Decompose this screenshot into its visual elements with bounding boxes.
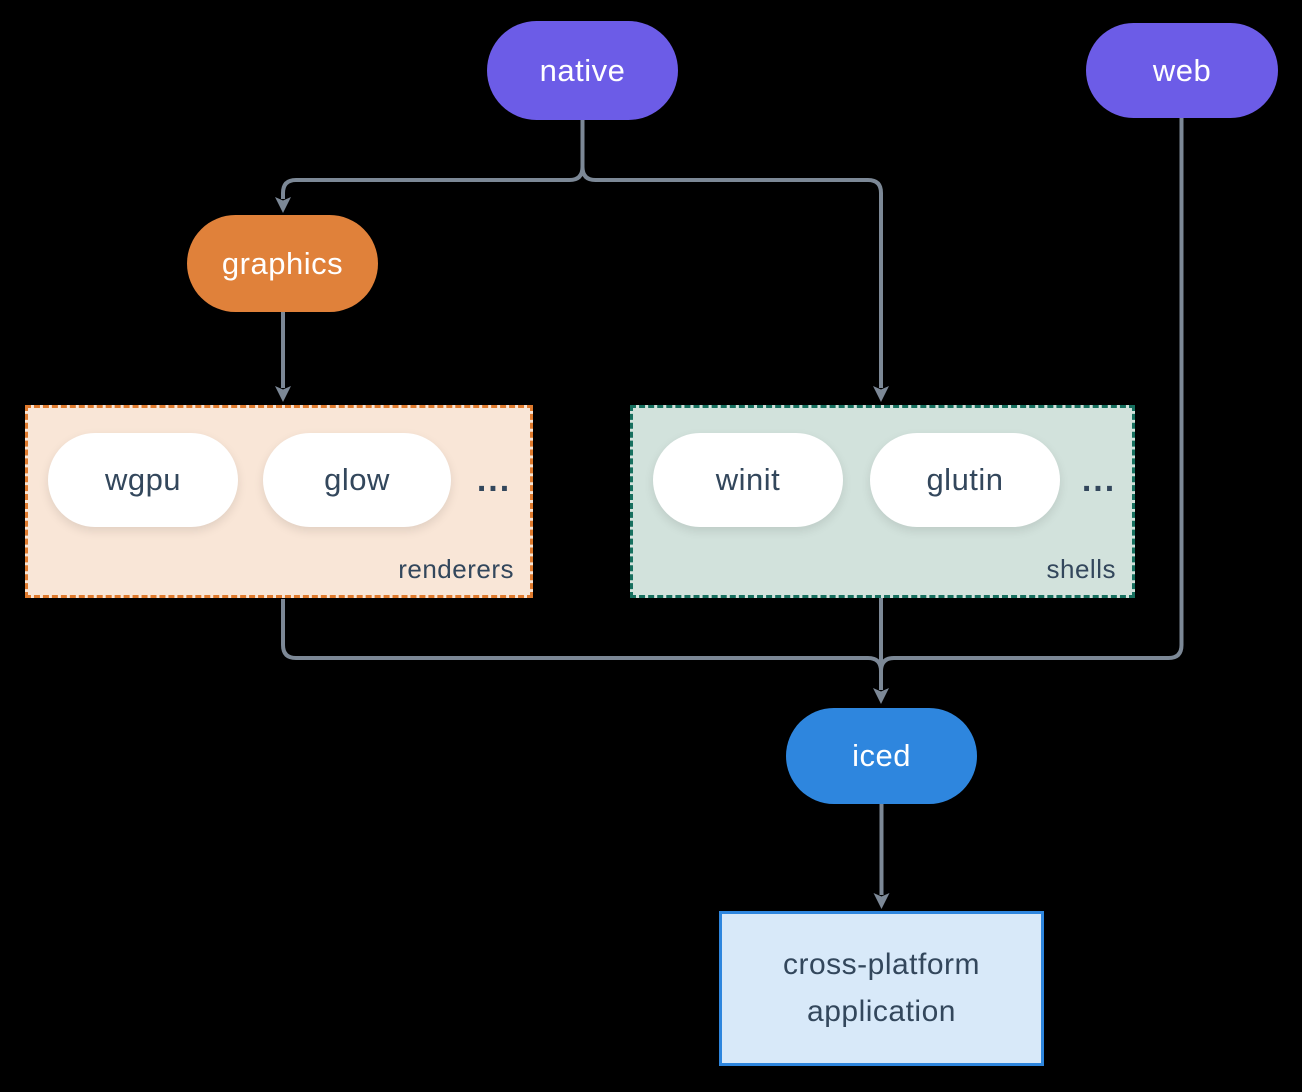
shells-ellipsis: ...	[1081, 460, 1117, 499]
node-iced: iced	[786, 708, 977, 804]
renderers-ellipsis: ...	[476, 460, 512, 499]
node-glutin-label: glutin	[926, 462, 1004, 497]
group-shells: winit glutin ... shells	[630, 405, 1135, 598]
edge-native-to-shells	[580, 120, 889, 402]
node-graphics-label: graphics	[221, 245, 344, 281]
node-glow-label: glow	[324, 462, 390, 497]
edge-renderers-to-iced	[281, 599, 883, 676]
node-winit: winit	[653, 433, 843, 527]
edge-native-to-graphics	[275, 120, 585, 213]
node-native: native	[487, 21, 678, 120]
shells-group-label: shells	[1046, 554, 1116, 584]
node-winit-label: winit	[715, 462, 781, 497]
node-cross-platform-application: cross-platform application	[719, 911, 1044, 1066]
node-graphics: graphics	[187, 215, 378, 312]
node-native-label: native	[539, 52, 626, 88]
group-renderers: wgpu glow ... renderers	[25, 405, 533, 598]
node-web: web	[1086, 23, 1278, 118]
node-app-label: cross-platform application	[782, 948, 981, 1028]
node-wgpu: wgpu	[48, 433, 238, 527]
node-iced-label: iced	[852, 738, 911, 773]
node-wgpu-label: wgpu	[104, 462, 182, 497]
node-web-label: web	[1152, 52, 1212, 88]
node-glow: glow	[263, 433, 451, 527]
node-glutin: glutin	[870, 433, 1060, 527]
renderers-group-label: renderers	[398, 554, 514, 584]
